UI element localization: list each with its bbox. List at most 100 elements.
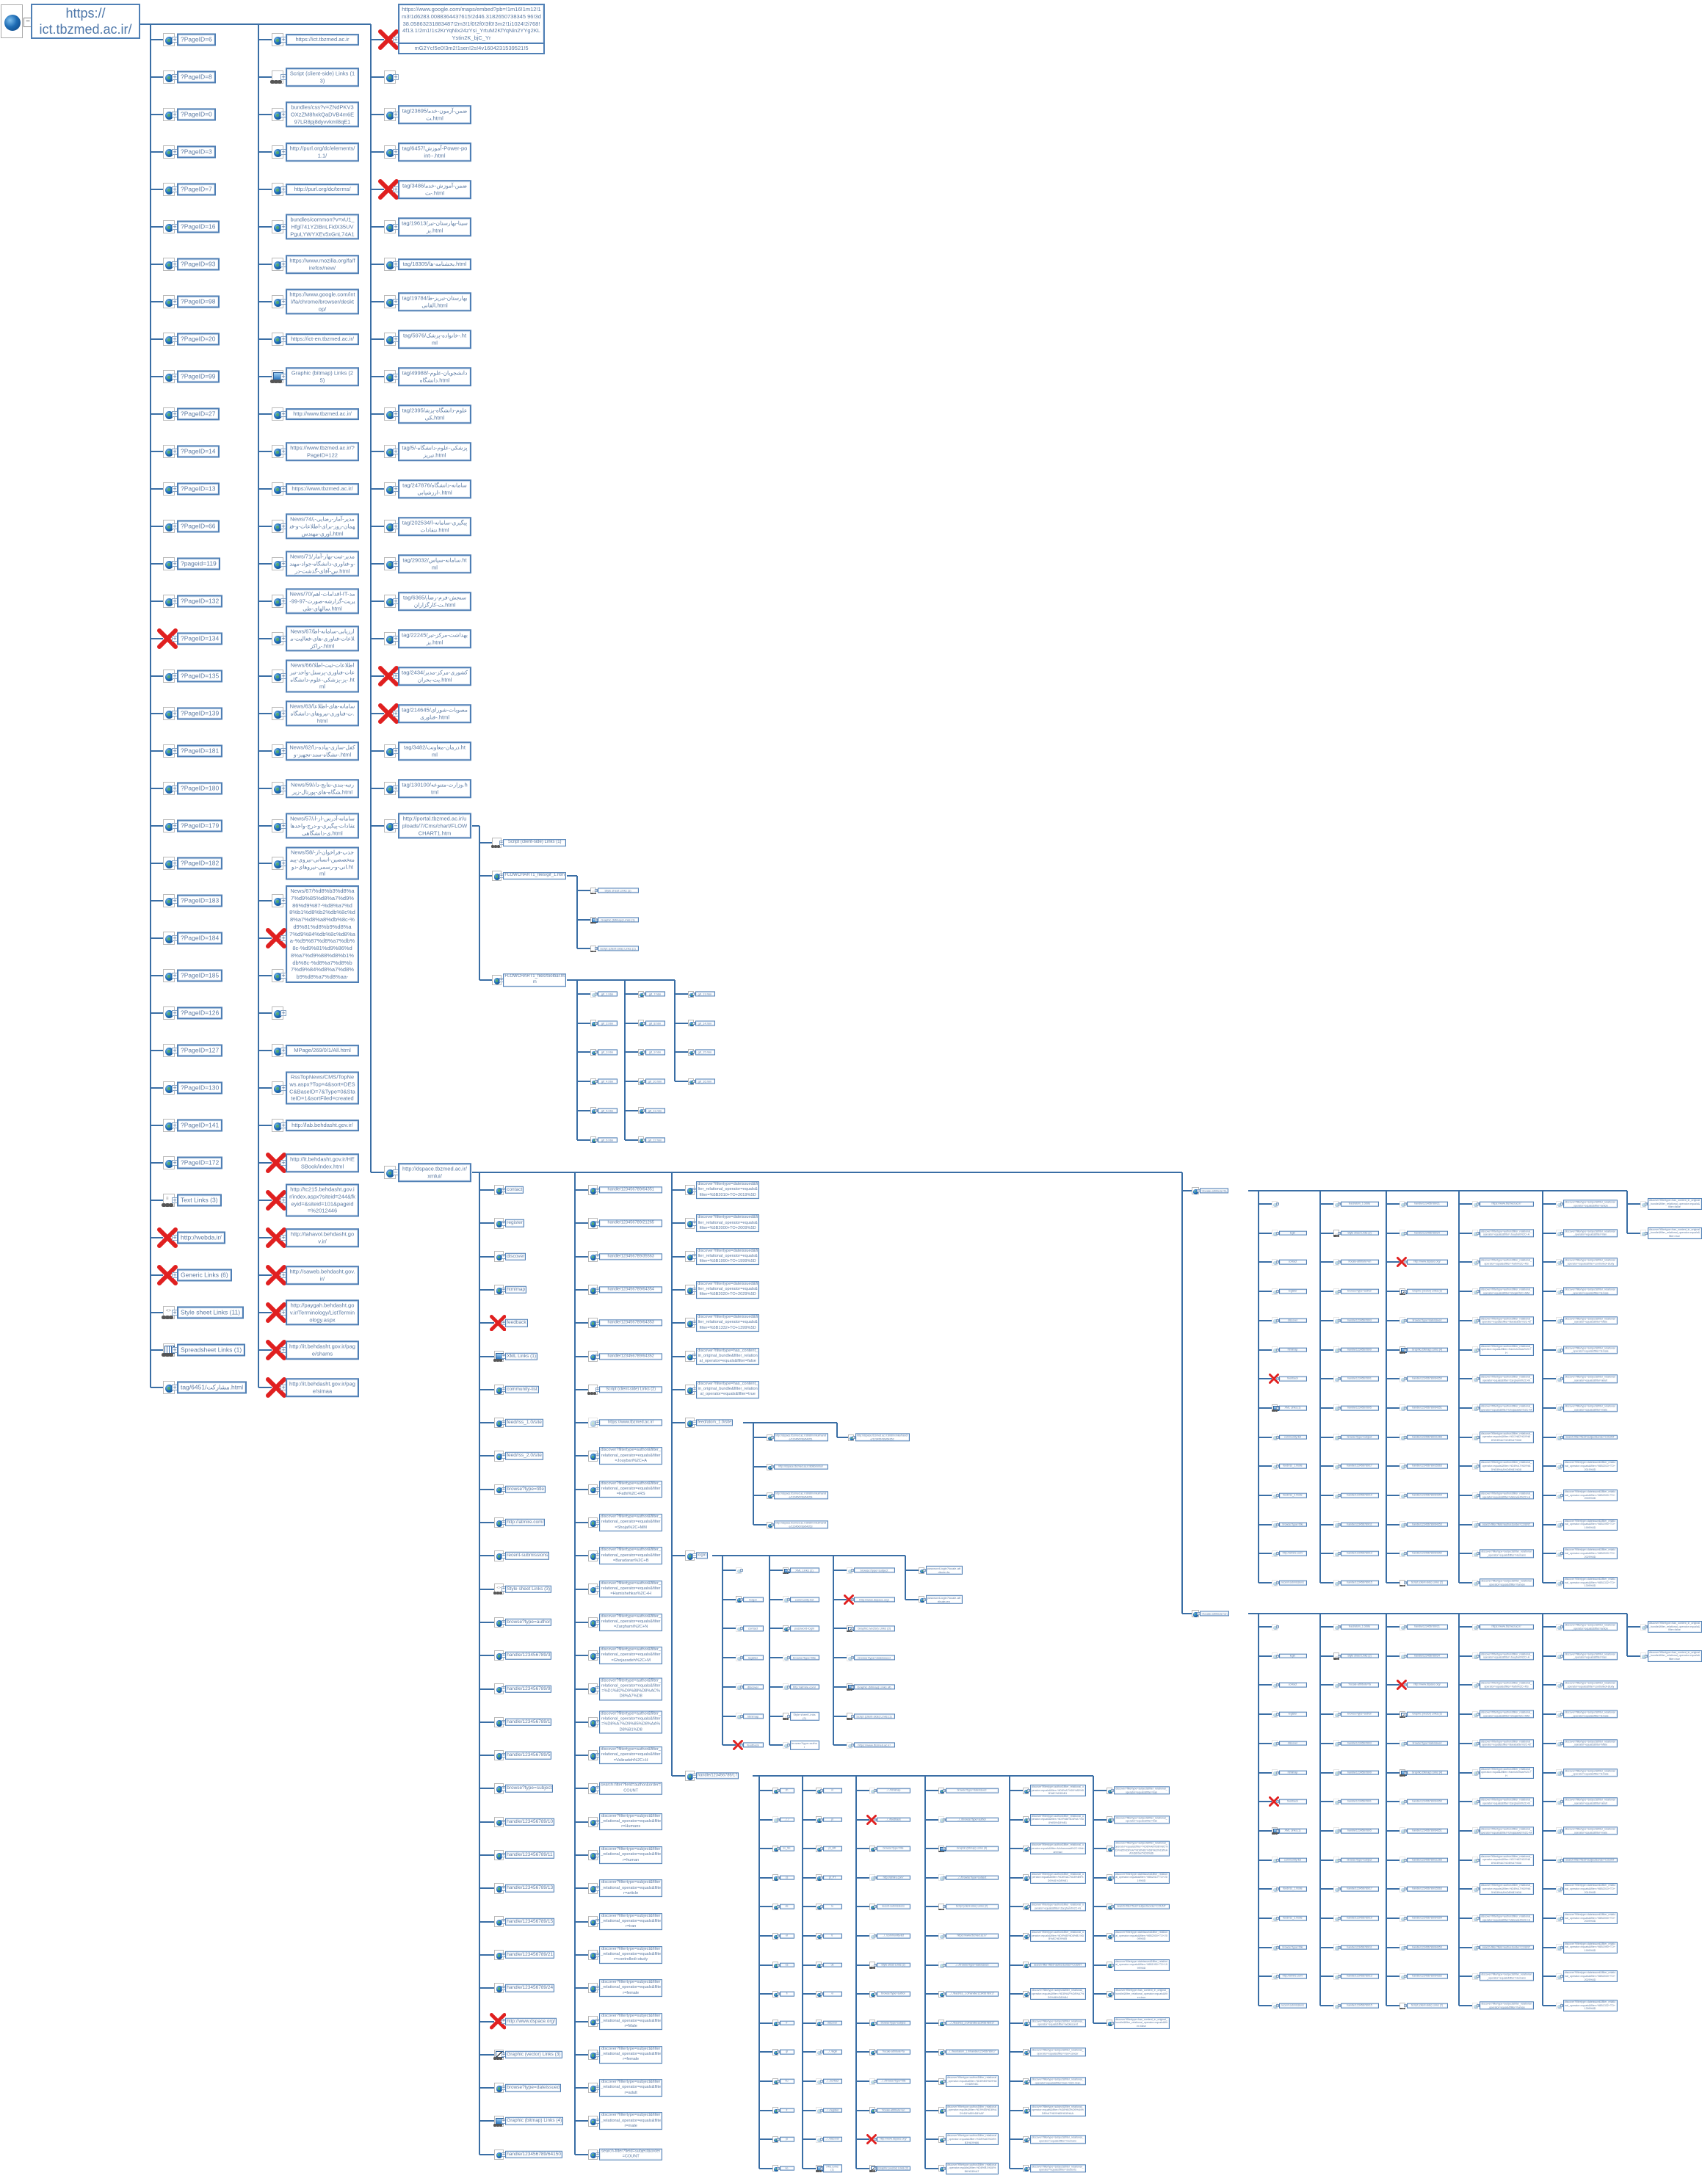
node-label[interactable]: http://dspace.tbzmed.ac.ir:8080/xmlui/ha… — [855, 1433, 910, 1442]
node-label[interactable]: http://www.dspace.org/ — [505, 2017, 557, 2025]
node-label[interactable]: contact — [1278, 1260, 1307, 1265]
node-label[interactable]: discover?filtertype=subject&filter_relat… — [1562, 1622, 1618, 1631]
node-label[interactable]: handle/123456789/11 — [505, 1851, 554, 1860]
node-label[interactable]: htmlmap — [1278, 1347, 1307, 1352]
node-label[interactable]: discover?filtertype=author&filter_relati… — [1479, 1739, 1534, 1748]
node-label[interactable]: Graphic (vector) Links (3) — [1406, 1288, 1448, 1294]
node-label[interactable]: discover — [1278, 1741, 1307, 1746]
node-label[interactable]: handle/123456789/5 — [1340, 1405, 1379, 1411]
node-label[interactable]: discover?filtertype=subject&filter_relat… — [1113, 1840, 1170, 1857]
node-label[interactable]: register — [1278, 1288, 1307, 1294]
node-label[interactable]: vi — [822, 1991, 842, 1997]
node-label[interactable]: Graphic (bitmap) Links (4) — [1406, 1770, 1448, 1775]
node-label[interactable]: handle/123456789/1 — [505, 1718, 552, 1727]
node-label[interactable]: discover?filtertype=dateissued&filter_re… — [1562, 1577, 1618, 1589]
node-label[interactable]: ko — [779, 2166, 794, 2172]
node-label[interactable]: https://ict-en.tbzmed.ac.ir/ — [286, 333, 359, 345]
node-label[interactable]: handle/123456789/3 — [1340, 1318, 1379, 1324]
node-label[interactable]: handle/123456789/1 — [1340, 1376, 1379, 1382]
node-label[interactable]: ?PageID=180 — [177, 782, 223, 795]
node-label[interactable]: feedback — [505, 1318, 528, 1327]
node-label[interactable]: tag/2395/علوم-دانشگاه-پزشکی.html — [398, 404, 471, 424]
node-label[interactable]: handle/123456789/21265 — [599, 1219, 663, 1227]
node-label[interactable]: tag/6365/سنجش-فرم-رضایت-کارگزاران.html — [398, 592, 471, 611]
node-label[interactable]: discover?filtertype=dateissued&filter_re… — [1562, 1970, 1618, 1983]
node-label[interactable]: gif_5.htm — [597, 1108, 618, 1114]
node-label[interactable]: discover — [822, 2020, 842, 2026]
node-label[interactable]: discover?filtertype=dateissued&filter_re… — [1113, 1929, 1170, 1942]
node-label[interactable]: discover?filtertype=subject&filter_relat… — [1562, 1200, 1618, 1208]
node-label[interactable]: discover?filtertype=author&filter_relati… — [599, 1480, 663, 1498]
node-label[interactable]: feed/atom_1.0/site — [1340, 1201, 1379, 1207]
node-label[interactable]: browse?type=author — [505, 1618, 552, 1627]
node-label[interactable]: discover?filtertype=subject&filter_relat… — [1029, 2047, 1086, 2057]
node-label[interactable]: htmlmap — [742, 1713, 764, 1719]
node-label[interactable]: discover?filtertype=dateissued&filter_re… — [1562, 1883, 1618, 1895]
node-label[interactable]: News/67/ارزیابی-سامانه-اطلاعات-فناوری-ها… — [286, 625, 359, 652]
node-label[interactable]: discover?filtertype=author&filter_relati… — [599, 1746, 663, 1764]
node-label[interactable]: http://purl.org/dc/terms/ — [286, 184, 359, 195]
node-label[interactable]: login — [1278, 1653, 1307, 1659]
node-label[interactable]: contact — [1278, 1683, 1307, 1688]
node-label[interactable]: tag/49988/دانشجویان-علوم-دانشگاه.html — [398, 367, 471, 386]
node-label[interactable]: browse?type=title — [1278, 1945, 1307, 1951]
node-label[interactable]: discover?filtertype=dateissued&filter_re… — [1562, 1941, 1618, 1953]
node-label[interactable]: discover?filtertype=subject&filter_relat… — [1562, 1826, 1618, 1835]
node-label[interactable]: gif_13.htm — [695, 991, 715, 997]
node-label[interactable]: ?locale-attribute=en — [876, 2108, 910, 2113]
node-label[interactable]: News/62/کفل-سازی-پیاده-دانشگاه-سند-تجهیز… — [286, 741, 359, 761]
node-label[interactable]: ../../community-list — [876, 1933, 910, 1939]
node-label[interactable]: handle/123456789/64353 — [599, 1319, 663, 1327]
node-label[interactable]: handle/123456789/9 — [1340, 1347, 1379, 1352]
node-label[interactable]: MPage/269/0/1/All.html — [286, 1045, 359, 1056]
node-label[interactable]: feed/rss_2.0/site — [1278, 1492, 1307, 1498]
node-label[interactable]: handle/123456789/21 — [1406, 1201, 1448, 1207]
node-label[interactable]: feedback — [742, 1742, 764, 1748]
node-label[interactable]: News/70/اقدامات-اهم-IT-مدیریت-گزارشه-صور… — [286, 588, 359, 614]
node-label[interactable]: handle/123456789/10 — [1340, 1492, 1379, 1498]
node-label[interactable]: discover?filtertype=subject&filter_relat… — [1562, 1404, 1618, 1412]
node-label[interactable]: http://www.dspace.org/ — [876, 2136, 910, 2142]
node-label[interactable]: tag/19613/سینا-بهارستان-تبریز.html — [398, 217, 471, 236]
node-label[interactable]: htmlmap — [1278, 1770, 1307, 1775]
node-label[interactable]: Graphic (vector) Links (3) — [876, 2166, 910, 2172]
node-label[interactable]: handle/123456789/9 — [1340, 1770, 1379, 1775]
node-label[interactable]: ?PageID=130 — [177, 1081, 223, 1095]
node-label[interactable]: browse?type=author — [876, 1991, 910, 1997]
node-label[interactable]: handle/123456789/11 — [1340, 1522, 1379, 1528]
node-label[interactable]: discover?filtertype=author&filter_relati… — [599, 1547, 663, 1565]
node-label[interactable]: forgot — [742, 1597, 764, 1603]
node-label[interactable]: search-filter?field=author&order=COUNT — [599, 1782, 663, 1795]
node-label[interactable]: community-list — [505, 1385, 539, 1394]
node-label[interactable]: discover?filtertype=author&filter_relati… — [1479, 1316, 1534, 1325]
node-label[interactable]: recent-submissions — [505, 1552, 550, 1560]
node-label[interactable]: recent-submissions — [1278, 2003, 1307, 2009]
node-label[interactable]: ../../feed/rss_2.0/handle/123456789/17 — [945, 2020, 999, 2026]
node-label[interactable]: gif_10.htm — [645, 1078, 665, 1084]
node-label[interactable]: ../../browse?type=dateissued — [945, 1962, 999, 1967]
node-label[interactable]: tag/6457/آموزش-Power-point--.html — [398, 142, 471, 162]
node-label[interactable]: handle/123456789/64351 — [599, 1186, 663, 1194]
node-label[interactable]: browse?type=author — [789, 1741, 819, 1750]
node-label[interactable]: ../../ — [779, 1817, 794, 1822]
node-label[interactable]: http://www.dspace.org/ — [1406, 1260, 1448, 1265]
node-label[interactable]: tag/6451/مشارکت.html — [177, 1381, 247, 1394]
node-label[interactable]: gif_15.htm — [695, 1049, 715, 1055]
node-label[interactable]: XML Links (1) — [822, 2164, 842, 2173]
node-label[interactable]: feed/rss_2.0/site — [1278, 1915, 1307, 1921]
node-label[interactable]: FLOWCHART1_files/toolbar.htm — [503, 973, 567, 987]
node-label[interactable]: discover?filtertype=has_content_in_origi… — [1647, 1650, 1702, 1662]
node-label[interactable]: discover?filtertype=subject&filter_relat… — [1562, 1229, 1618, 1238]
node-label[interactable]: gif_11.htm — [645, 1108, 665, 1114]
node-label[interactable]: discover?filtertype=author&filter_relati… — [599, 1447, 663, 1465]
node-label[interactable]: News/74/مدیر-آمار-رضایی-بهمان-روز-برای-ا… — [286, 513, 359, 540]
node-label[interactable]: http://it.behdasht.gov.ir/page/simaa — [286, 1378, 359, 1397]
node-label[interactable]: https://www.google.com/maps/embed?pb=!1m… — [398, 4, 545, 44]
node-label[interactable]: discover?filtertype=dateissued&filter_re… — [1562, 1489, 1618, 1502]
node-label[interactable]: http://atmire.com/ — [1278, 1974, 1307, 1979]
node-label[interactable]: handle/123456789/64351 — [1406, 1405, 1448, 1411]
node-label[interactable]: discover?filtertype=subject&filter_relat… — [1562, 1345, 1618, 1354]
node-label[interactable]: ?locale-attribute=fa — [876, 2050, 910, 2055]
node-label[interactable]: handle/123456789/24 — [1406, 1653, 1448, 1659]
node-label[interactable]: handle/123456789/21 — [1406, 1624, 1448, 1630]
